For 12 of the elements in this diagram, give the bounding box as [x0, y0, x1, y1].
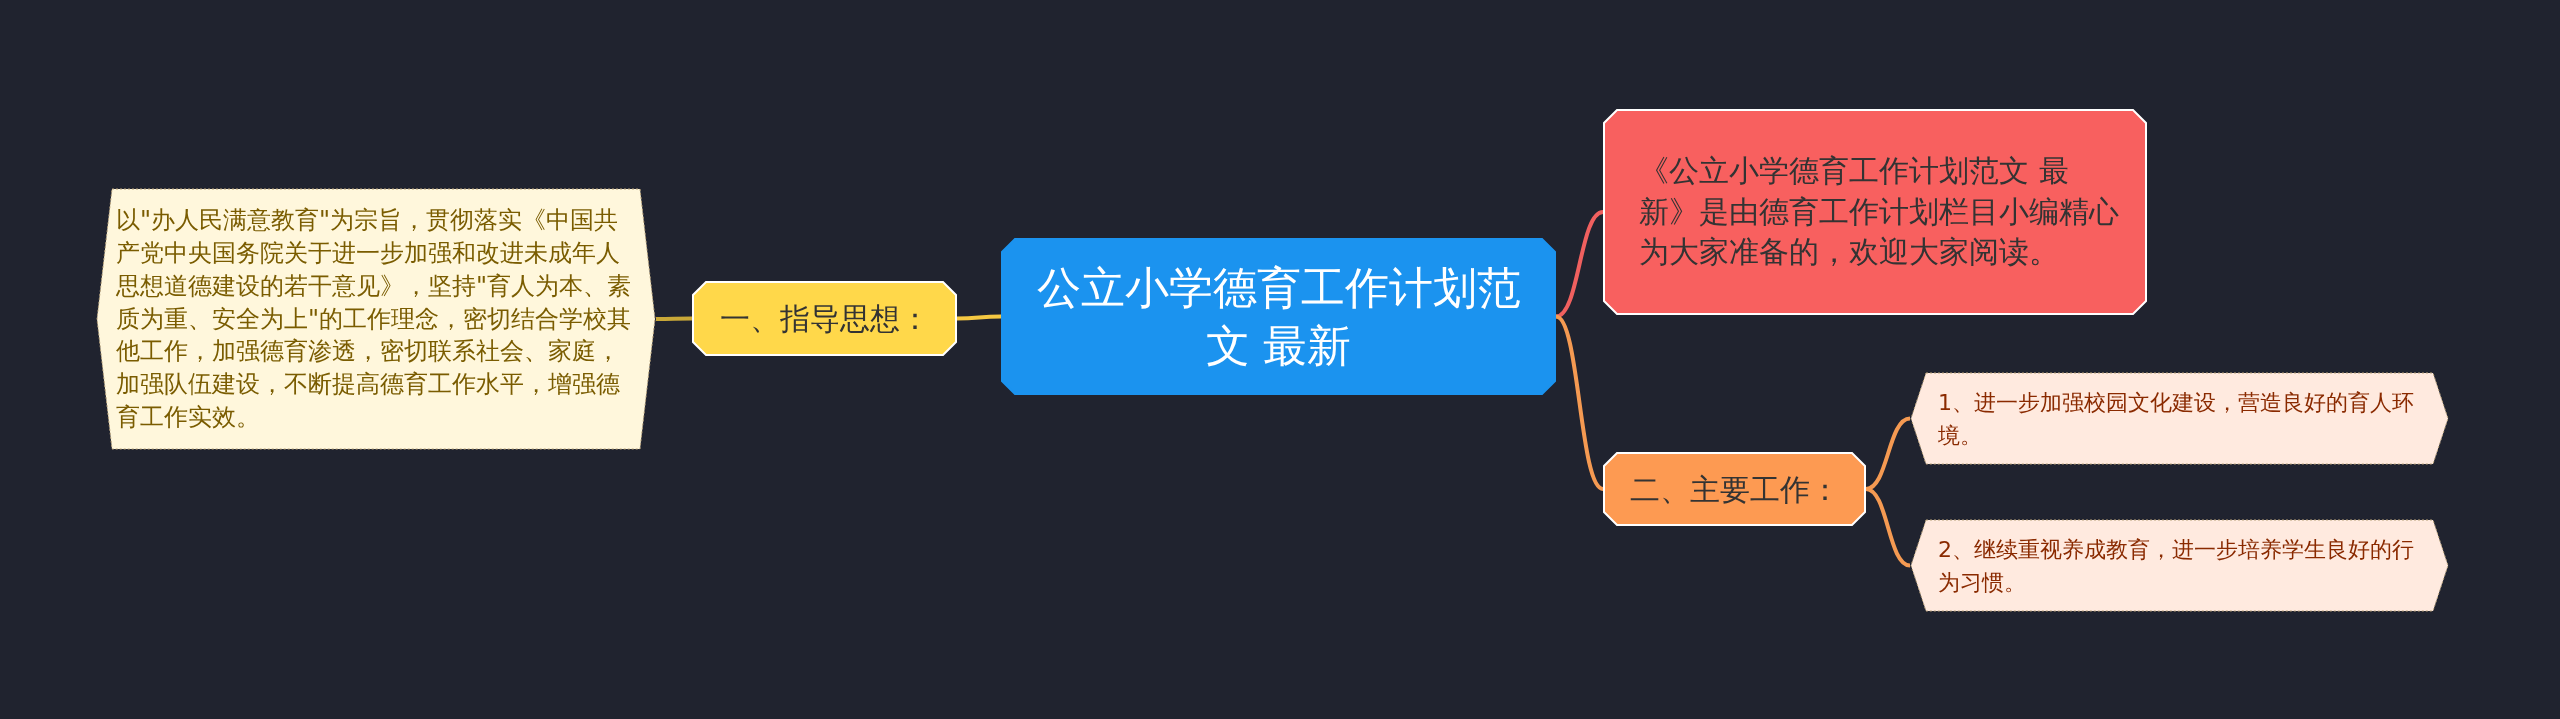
root-topic-box: 公立小学德育工作计划范文 最新 — [1001, 238, 1556, 395]
branch-box: 《公立小学德育工作计划范文 最新》是由德育工作计划栏目小编精心为大家准备的，欢迎大家阅读。 — [1603, 109, 2147, 315]
connector-line — [1865, 416, 1911, 491]
connector-line — [1555, 210, 1604, 319]
connector-line — [656, 316, 692, 321]
branch-box: 一、指导思想： — [692, 281, 957, 356]
connector-line — [1865, 487, 1911, 568]
leaf-box: 以"办人民满意教育"为宗旨，贯彻落实《中国共产党中央国务院关于进一步加强和改进未成年人思想道德建设的若干意见》，坚持"育人为本、素质为重、安全为上"的工作理念，密切结合学校其他工作，加强德育渗透，密切联系社会、家庭，加强队伍建设，不断提高德育工作水平，增强德育工作实效。 — [96, 188, 656, 450]
connector-line — [957, 314, 1001, 321]
branch-box: 二、主要工作： — [1603, 452, 1866, 526]
leaf-box: 2、继续重视养成教育，进一步培养学生良好的行为习惯。 — [1910, 519, 2449, 612]
leaf-box: 1、进一步加强校园文化建设，营造良好的育人环境。 — [1910, 372, 2449, 465]
